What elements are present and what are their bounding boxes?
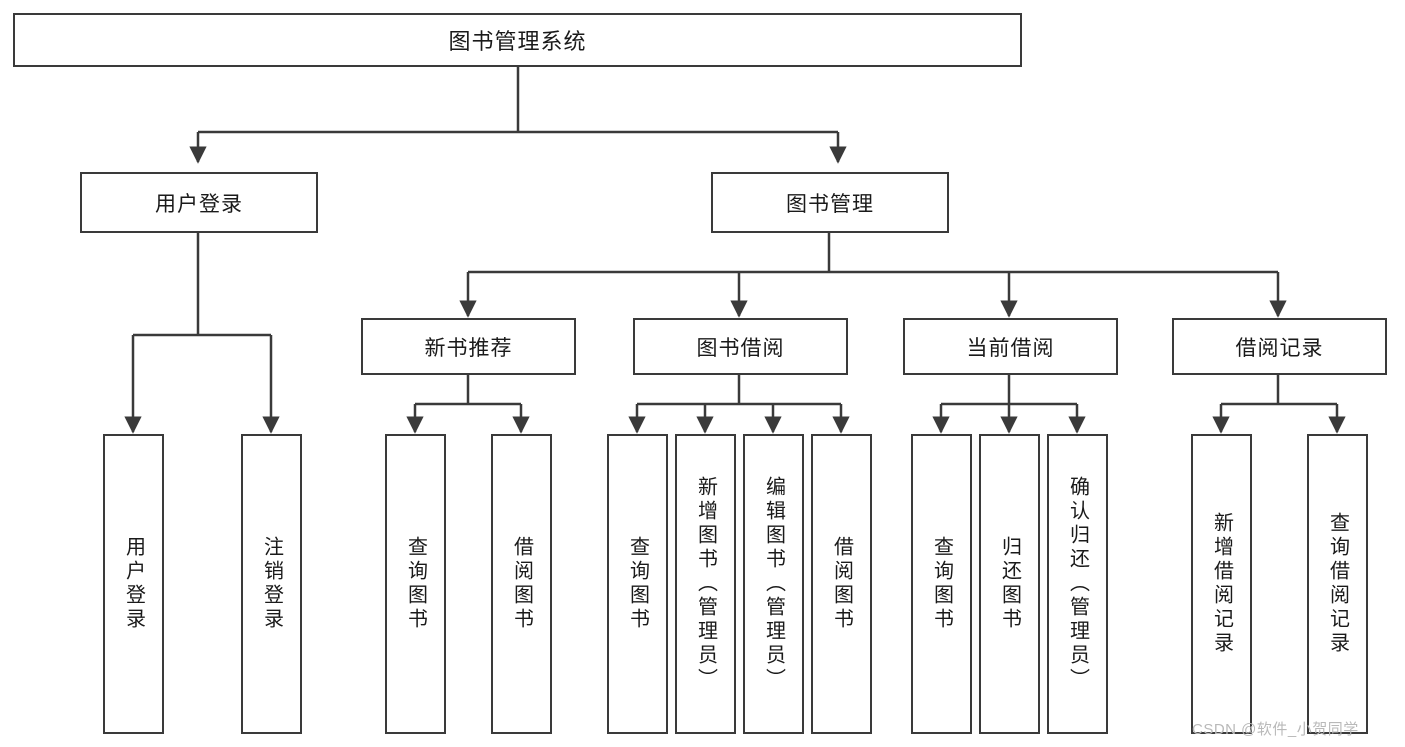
- node-leaf-add-book[interactable]: 新增图书（管理员）: [675, 434, 736, 734]
- node-leaf-confirm-return[interactable]: 确认归还（管理员）: [1047, 434, 1108, 734]
- node-leaf-query-book-2[interactable]: 查询图书: [607, 434, 668, 734]
- node-leaf-return-book[interactable]: 归还图书: [979, 434, 1040, 734]
- node-root-system[interactable]: 图书管理系统: [13, 13, 1022, 67]
- node-borrow-record[interactable]: 借阅记录: [1172, 318, 1387, 375]
- node-new-book-recommend[interactable]: 新书推荐: [361, 318, 576, 375]
- node-label: 借阅图书: [830, 536, 853, 632]
- node-leaf-query-book-3[interactable]: 查询图书: [911, 434, 972, 734]
- node-label: 新增借阅记录: [1210, 512, 1233, 656]
- node-label: 图书管理: [786, 192, 874, 216]
- node-label: 归还图书: [998, 536, 1021, 632]
- node-user-login[interactable]: 用户登录: [80, 172, 318, 233]
- node-label: 当前借阅: [966, 336, 1055, 360]
- node-leaf-query-book-1[interactable]: 查询图书: [385, 434, 446, 734]
- node-label: 借阅图书: [510, 536, 533, 632]
- node-leaf-user-logout[interactable]: 注销登录: [241, 434, 302, 734]
- node-label: 查询图书: [626, 536, 649, 632]
- node-label: 新增图书（管理员）: [694, 476, 717, 692]
- node-leaf-add-record[interactable]: 新增借阅记录: [1191, 434, 1252, 734]
- node-label: 图书管理系统: [448, 29, 587, 54]
- node-leaf-query-record[interactable]: 查询借阅记录: [1307, 434, 1368, 734]
- node-label: 查询图书: [930, 536, 953, 632]
- node-leaf-edit-book[interactable]: 编辑图书（管理员）: [743, 434, 804, 734]
- node-label: 查询图书: [404, 536, 427, 632]
- node-label: 编辑图书（管理员）: [762, 476, 785, 692]
- node-book-borrow[interactable]: 图书借阅: [633, 318, 848, 375]
- node-label: 新书推荐: [424, 336, 513, 360]
- node-label: 图书借阅: [696, 336, 785, 360]
- node-label: 确认归还（管理员）: [1066, 476, 1089, 692]
- node-label: 注销登录: [260, 536, 283, 632]
- node-current-borrow[interactable]: 当前借阅: [903, 318, 1118, 375]
- csdn-watermark: CSDN @软件_小贺同学: [1192, 721, 1359, 738]
- node-label: 查询借阅记录: [1326, 512, 1349, 656]
- node-label: 借阅记录: [1235, 336, 1324, 360]
- node-leaf-borrow-book-2[interactable]: 借阅图书: [811, 434, 872, 734]
- node-book-management[interactable]: 图书管理: [711, 172, 949, 233]
- node-label: 用户登录: [155, 192, 243, 216]
- node-leaf-user-login[interactable]: 用户登录: [103, 434, 164, 734]
- node-label: 用户登录: [122, 536, 145, 632]
- node-leaf-borrow-book-1[interactable]: 借阅图书: [491, 434, 552, 734]
